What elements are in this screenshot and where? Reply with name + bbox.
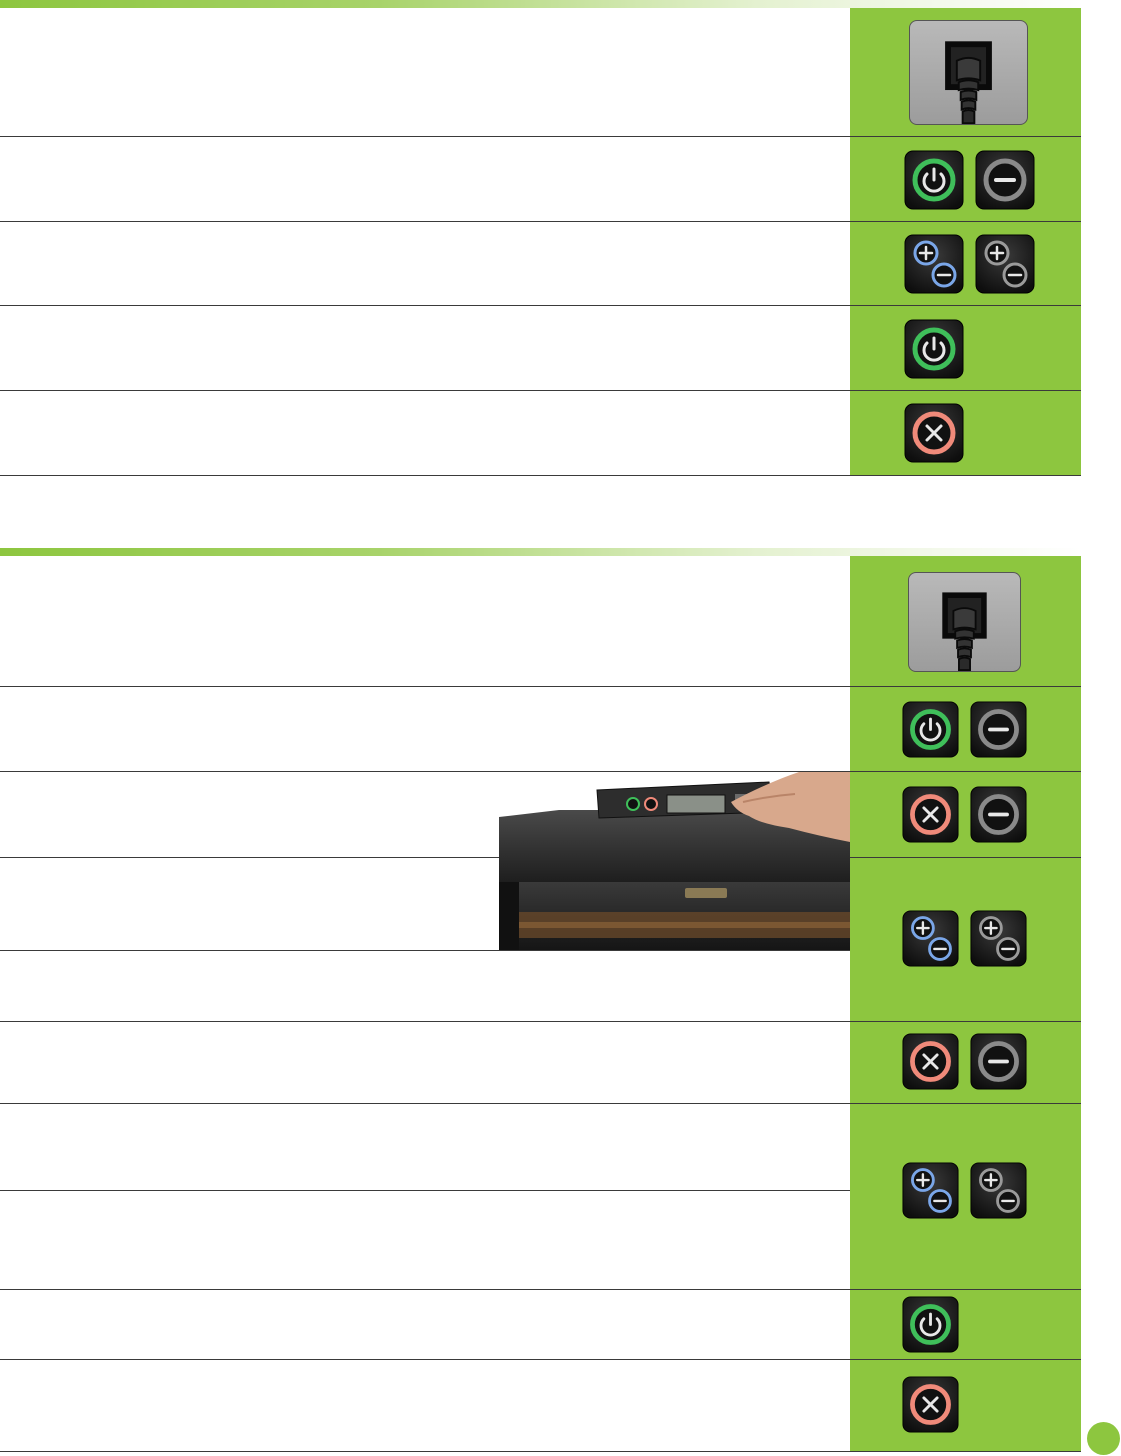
- section2-header-bar: [0, 548, 1081, 556]
- section2-divider: [0, 1289, 1081, 1290]
- section1-header-bar: [0, 0, 1081, 8]
- stop-button-icon[interactable]: [904, 403, 964, 463]
- section2-divider: [0, 1103, 1081, 1104]
- dehydrator-control-panel-photo: [499, 772, 850, 950]
- stop-button-icon[interactable]: [902, 1376, 959, 1433]
- section1-divider: [0, 305, 1081, 306]
- section2-divider: [0, 1451, 1081, 1452]
- power-button-icon[interactable]: [904, 319, 964, 379]
- power-button-icon[interactable]: [902, 701, 959, 758]
- section2-divider: [0, 771, 1081, 772]
- section1-plug-tile: [909, 20, 1028, 125]
- section1-divider: [0, 390, 1081, 391]
- minus-button-icon[interactable]: [975, 150, 1035, 210]
- section1-divider: [0, 136, 1081, 137]
- section2-divider: [0, 1021, 1081, 1022]
- section2-divider: [0, 686, 1081, 687]
- power-button-icon[interactable]: [902, 1296, 959, 1353]
- section1-divider: [0, 221, 1081, 222]
- dehydrator-illustration: [499, 772, 850, 950]
- stop-button-icon[interactable]: [902, 786, 959, 843]
- minus-button-icon[interactable]: [970, 1033, 1027, 1090]
- minus-button-icon[interactable]: [970, 786, 1027, 843]
- plug-icon: [910, 21, 1027, 124]
- plus-minus-button-icon[interactable]: [975, 234, 1035, 294]
- power-button-icon[interactable]: [904, 150, 964, 210]
- section2-divider: [0, 1359, 1081, 1360]
- plug-icon: [909, 573, 1020, 671]
- section2-divider: [0, 950, 850, 951]
- plus-minus-button-icon[interactable]: [904, 234, 964, 294]
- plus-minus-button-icon[interactable]: [970, 1162, 1027, 1219]
- page-number-dot: [1087, 1422, 1120, 1455]
- plus-minus-button-icon[interactable]: [902, 910, 959, 967]
- section2-divider: [0, 1190, 850, 1191]
- section2-icon-panel: [850, 556, 1081, 1452]
- section1-divider: [0, 475, 1081, 476]
- plus-minus-button-icon[interactable]: [970, 910, 1027, 967]
- minus-button-icon[interactable]: [970, 701, 1027, 758]
- stop-button-icon[interactable]: [902, 1033, 959, 1090]
- plus-minus-button-icon[interactable]: [902, 1162, 959, 1219]
- section2-plug-tile: [908, 572, 1021, 672]
